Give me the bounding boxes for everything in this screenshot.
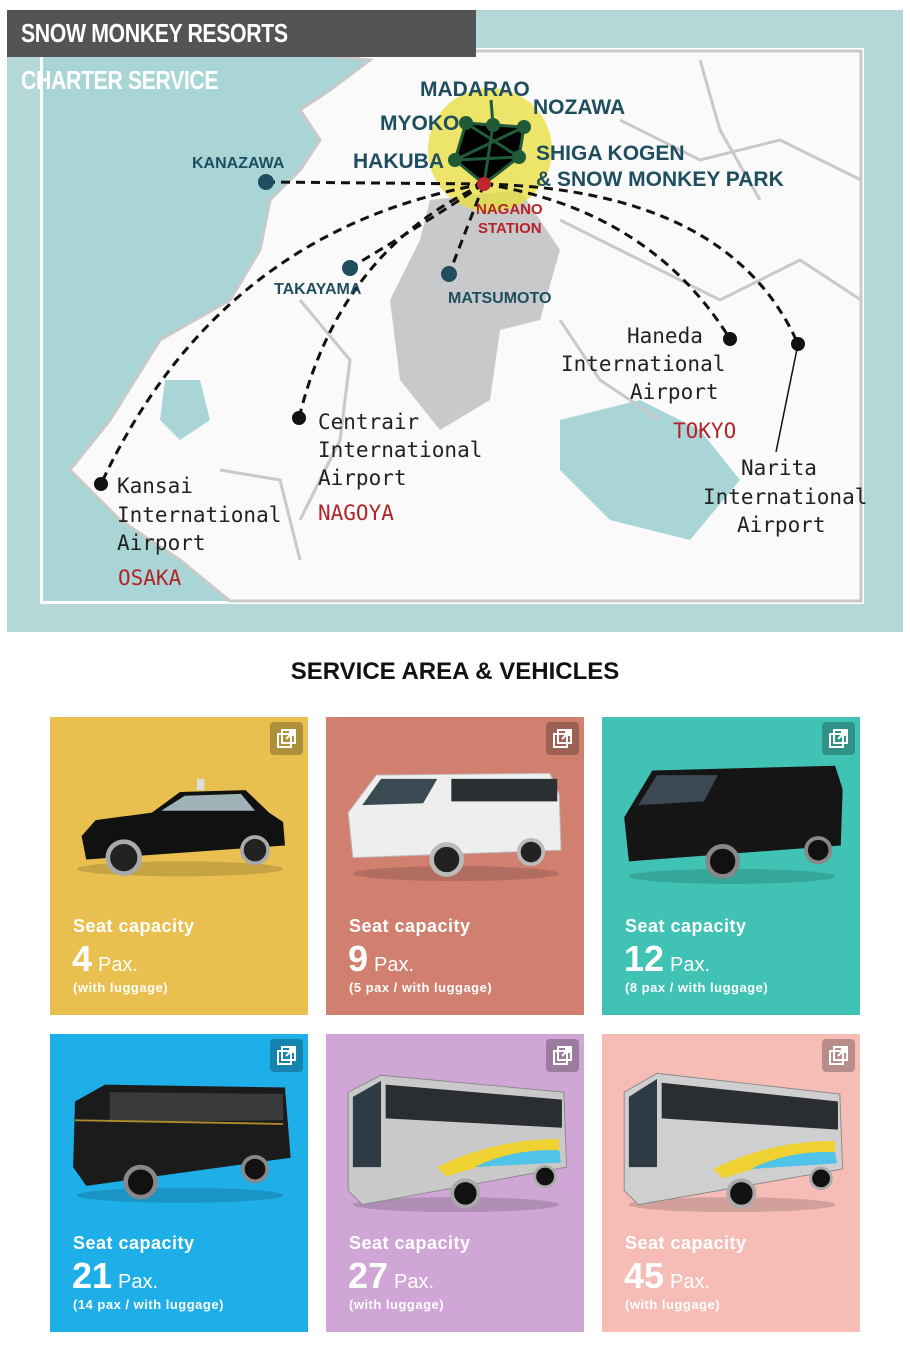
seat-count: 21 [72,1255,113,1296]
label-haneda-3: Airport [630,380,719,404]
pax-unit: Pax. [118,1271,159,1293]
label-kansai: Kansai [117,474,193,498]
capacity-note: (with luggage) [349,1297,445,1312]
label-narita-2: International [703,485,867,509]
external-link-icon[interactable] [546,1039,579,1072]
seat-count: 27 [348,1255,389,1296]
label-kansai-2: International [117,503,281,527]
label-osaka: OSAKA [118,566,182,590]
black-van-image [624,765,843,884]
label-nagoya: NAGOYA [318,501,394,525]
label-narita-3: Airport [737,513,826,537]
capacity-note: (8 pax / with luggage) [625,980,769,995]
hakuba-marker [448,153,462,167]
taxi-image [76,778,285,877]
label-tokyo: TOKYO [673,419,736,443]
label-takayama: TAKAYAMA [274,281,362,298]
section-heading: SERVICE AREA & VEHICLES [290,658,620,685]
label-narita: Narita [741,456,817,480]
external-link-icon[interactable] [822,722,855,755]
external-link-icon[interactable] [270,722,303,755]
label-snow-monkey-park: & SNOW MONKEY PARK [536,168,784,191]
label-shiga: SHIGA KOGEN [536,142,685,165]
seat-capacity-label: Seat capacity [349,1233,471,1253]
white-van-image [347,772,562,882]
capacity-note: (with luggage) [73,980,169,995]
seat-count: 12 [624,938,665,979]
nozawa-marker [517,120,531,134]
seat-count: 4 [72,938,93,979]
takayama-marker [342,260,358,276]
label-centrair-2: International [318,438,482,462]
routes [99,180,800,485]
madarao-marker [486,118,500,132]
bus-image [347,1074,568,1213]
large-bus-image [623,1072,844,1213]
seat-count: 9 [348,938,369,979]
pax-unit: Pax. [670,1271,711,1293]
haneda-marker [723,332,737,346]
seat-count: 45 [624,1255,665,1296]
label-centrair: Centrair [318,410,419,434]
label-myoko: MYOKO [380,112,459,135]
service-area-map: MADARAO NOZAWA MYOKO HAKUBA SHIGA KOGEN … [7,10,903,632]
nagano-station-marker [477,177,491,191]
capacity-note: (with luggage) [625,1297,721,1312]
label-madarao: MADARAO [420,78,530,101]
map-title: SNOW MONKEY RESORTS CHARTER SERVICE [21,18,288,95]
myoko-marker [459,116,473,130]
label-kanazawa: KANAZAWA [192,155,285,172]
kansai-marker [94,477,108,491]
capacity-note: (5 pax / with luggage) [349,980,493,995]
external-link-icon[interactable] [822,1039,855,1072]
microbus-image [73,1084,291,1203]
label-hakuba: HAKUBA [353,150,444,173]
pax-unit: Pax. [98,954,139,976]
external-link-icon[interactable] [270,1039,303,1072]
label-haneda-2: International [561,352,725,376]
kanazawa-marker [258,174,274,190]
pax-unit: Pax. [670,954,711,976]
seat-capacity-label: Seat capacity [73,1233,195,1253]
capacity-note: (14 pax / with luggage) [73,1297,224,1312]
seat-capacity-label: Seat capacity [625,916,747,936]
pax-unit: Pax. [374,954,415,976]
label-haneda: Haneda [627,324,703,348]
seat-capacity-label: Seat capacity [349,916,471,936]
matsumoto-marker [441,266,457,282]
shiga-marker [512,150,526,164]
map-land [43,49,863,603]
label-nagano: NAGANO [476,201,543,218]
seat-capacity-label: Seat capacity [73,916,195,936]
label-station: STATION [478,220,542,237]
seat-capacity-label: Seat capacity [625,1233,747,1253]
pax-unit: Pax. [394,1271,435,1293]
centrair-marker [292,411,306,425]
label-kansai-3: Airport [117,531,206,555]
map-title-banner: SNOW MONKEY RESORTS CHARTER SERVICE [7,10,476,95]
label-nozawa: NOZAWA [533,96,625,119]
label-matsumoto: MATSUMOTO [448,290,551,307]
label-centrair-3: Airport [318,466,407,490]
external-link-icon[interactable] [546,722,579,755]
